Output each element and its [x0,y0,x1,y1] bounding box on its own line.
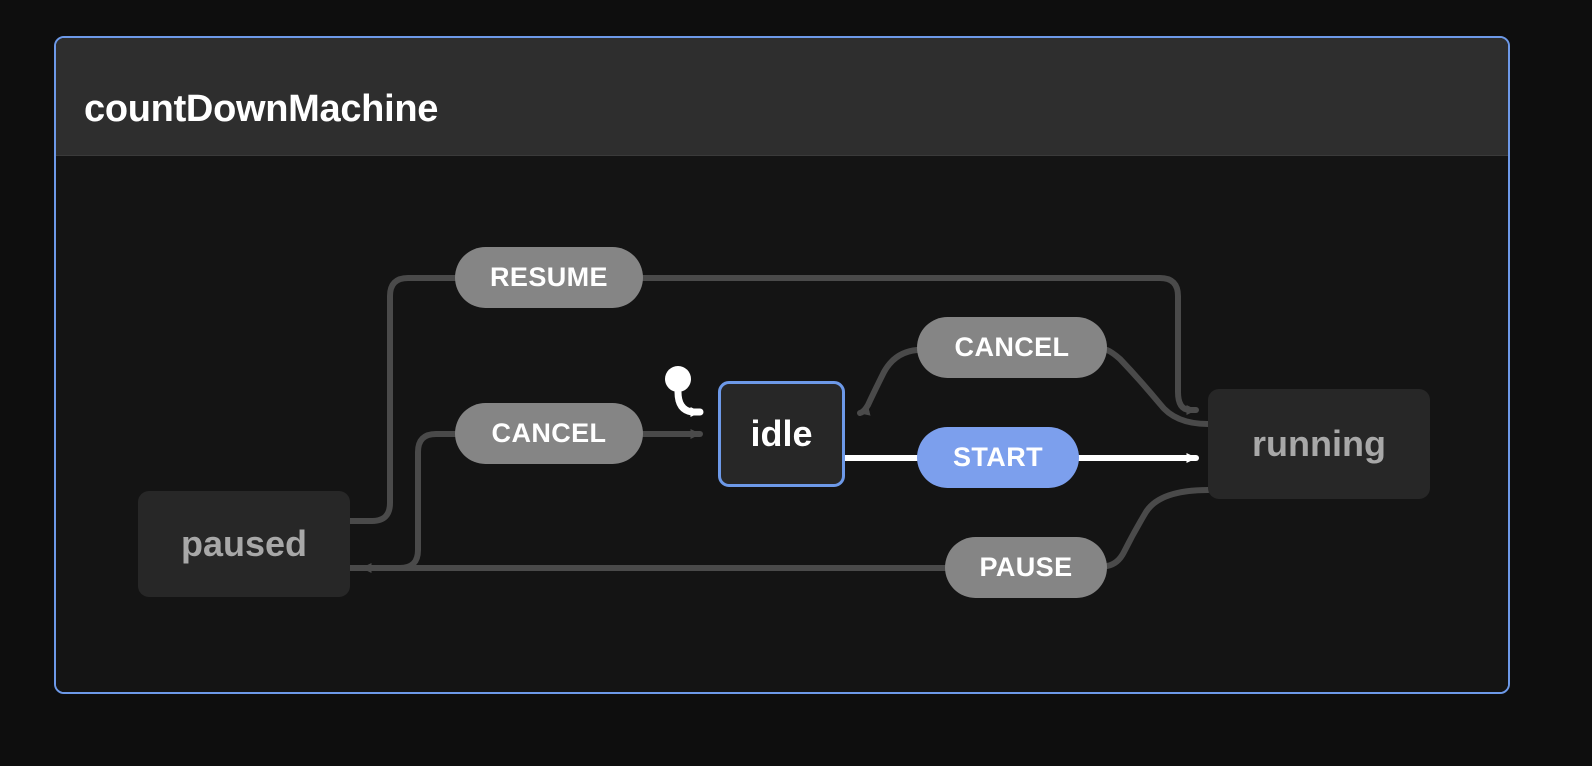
event-label-cancel-left: CANCEL [491,418,607,448]
machine-header [56,38,1508,156]
event-label-start: START [953,442,1043,472]
event-label-cancel-top: CANCEL [954,332,1070,362]
state-label-idle: idle [750,413,813,454]
state-node-idle[interactable]: idle [718,381,845,487]
event-pill-cancel-running-to-idle[interactable]: CANCEL [917,317,1107,378]
state-node-running[interactable]: running [1208,389,1430,499]
state-node-paused[interactable]: paused [138,491,350,597]
machine-title: countDownMachine [84,88,439,130]
event-label-resume: RESUME [490,262,608,292]
event-pill-cancel-paused-to-idle[interactable]: CANCEL [455,403,643,464]
event-pill-pause[interactable]: PAUSE [945,537,1107,598]
event-label-pause: PAUSE [979,552,1073,582]
event-pill-resume[interactable]: RESUME [455,247,643,308]
event-pill-start[interactable]: START [917,427,1079,488]
state-label-paused: paused [180,523,308,564]
state-label-running: running [1252,423,1386,464]
